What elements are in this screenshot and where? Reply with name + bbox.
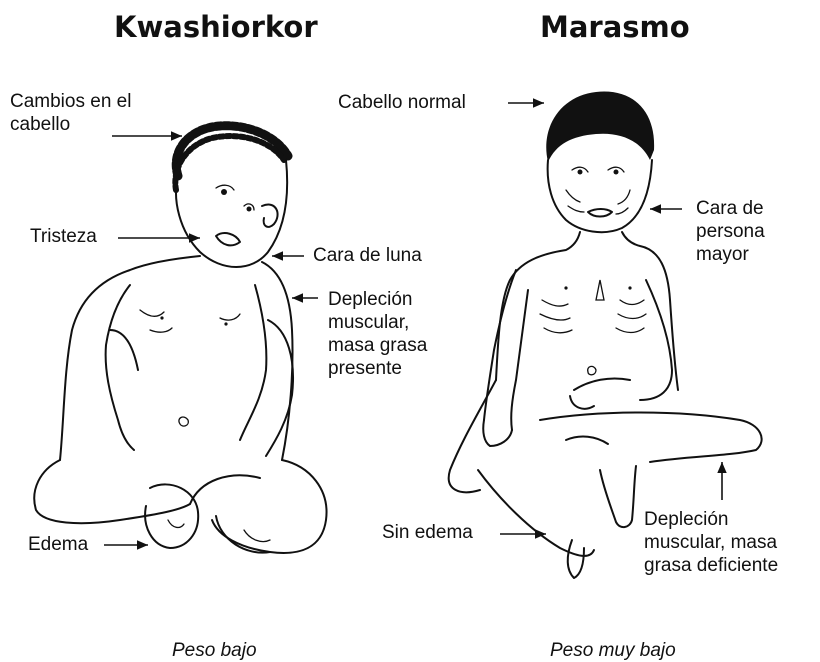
kwashiorkor-caption: Peso bajo [172,640,257,662]
kwashiorkor-child-illustration [34,126,326,553]
marasmo-caption: Peso muy bajo [550,640,676,662]
label-marasmo-muscle: Depleción muscular, masa grasa deficient… [644,508,778,577]
label-normal-hair: Cabello normal [338,91,466,114]
label-sadness: Tristeza [30,225,97,248]
label-hair-changes: Cambios en el cabello [10,90,131,136]
label-edema: Edema [28,533,88,556]
label-no-edema: Sin edema [382,521,473,544]
marasmo-child-illustration [449,92,762,578]
label-moon-face: Cara de luna [313,244,422,267]
label-old-face: Cara de persona mayor [696,197,765,266]
label-kwashiorkor-muscle: Depleción muscular, masa grasa presente [328,288,427,380]
